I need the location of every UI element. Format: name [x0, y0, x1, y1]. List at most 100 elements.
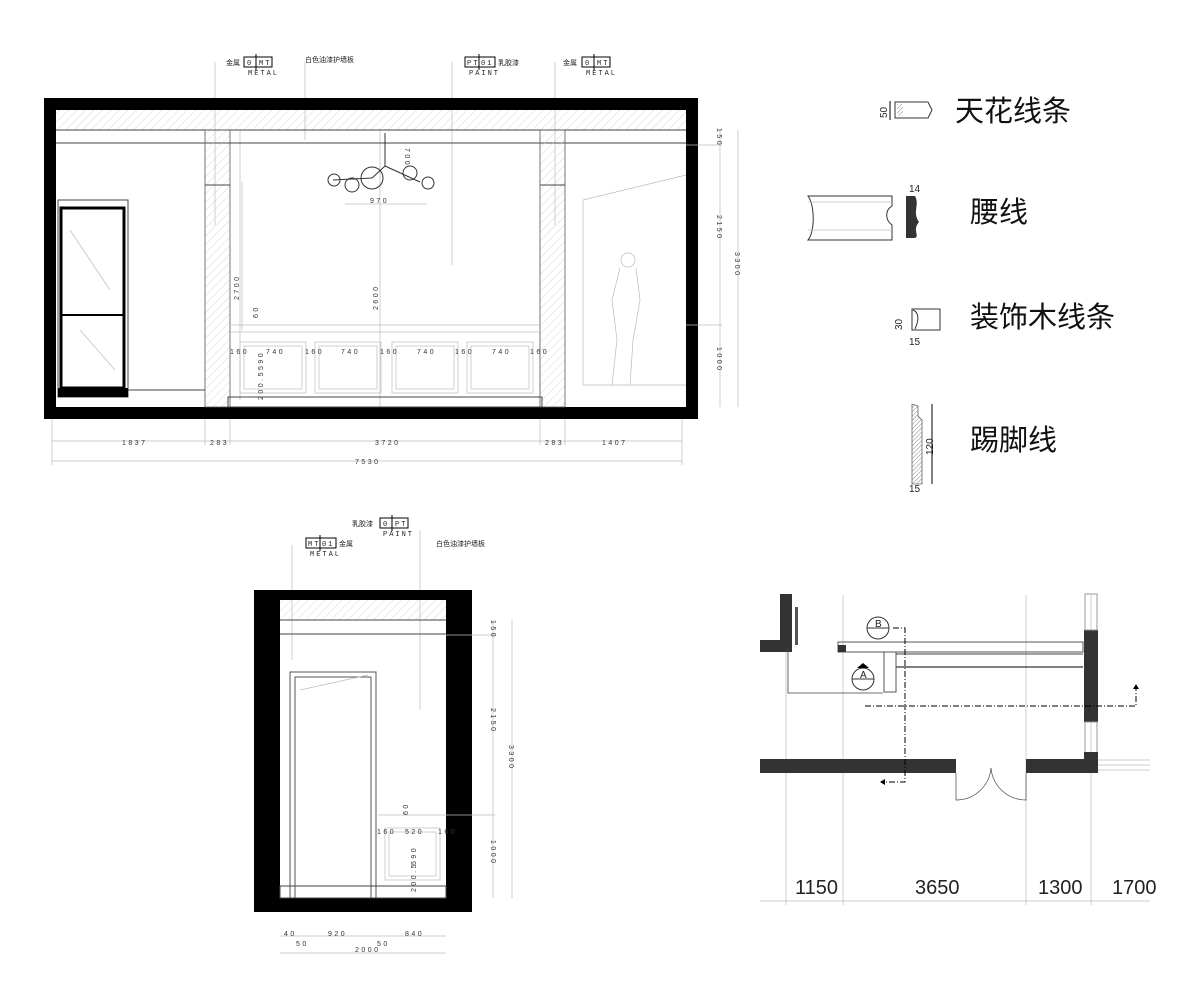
floor-plan: B A 1150 3650 1300 1700 — [760, 593, 1157, 905]
svg-text:1407: 1407 — [602, 440, 628, 447]
svg-text:30: 30 — [894, 318, 905, 330]
svg-text:14: 14 — [909, 184, 921, 195]
bottom-dims-2: 40 920 840 50 50 2000 — [280, 931, 446, 954]
svg-text:PT: PT — [395, 521, 407, 529]
right-dims: 150 2150 1000 3300 — [686, 128, 740, 407]
svg-text:1300: 1300 — [1038, 877, 1083, 899]
svg-text:740: 740 — [492, 349, 511, 356]
plan-dims: 1150 3650 1300 1700 — [760, 877, 1157, 902]
svg-text:50: 50 — [377, 941, 390, 948]
wall-panel-2 — [384, 827, 441, 881]
svg-text:840: 840 — [405, 931, 424, 938]
svg-text:踢脚线: 踢脚线 — [970, 423, 1057, 457]
svg-text:7530: 7530 — [355, 459, 381, 466]
svg-text:B: B — [875, 619, 882, 630]
baseboard — [227, 396, 543, 408]
svg-text:160: 160 — [530, 349, 549, 356]
svg-text:1000: 1000 — [715, 347, 722, 373]
section-line-b — [884, 627, 906, 783]
svg-text:装饰木线条: 装饰木线条 — [970, 300, 1115, 334]
section-line-a — [865, 688, 1137, 707]
svg-text:50: 50 — [879, 106, 890, 118]
svg-text:MT: MT — [597, 60, 609, 68]
svg-text:PAINT: PAINT — [469, 70, 500, 78]
dim-chandelier-width: 970 — [370, 198, 389, 205]
svg-text:160: 160 — [230, 349, 249, 356]
svg-text:金属: 金属 — [563, 58, 577, 67]
svg-text:160: 160 — [455, 349, 474, 356]
double-door-swing — [955, 767, 1027, 801]
svg-text:腰线: 腰线 — [970, 195, 1028, 229]
svg-text:740: 740 — [417, 349, 436, 356]
elevation-2: 乳胶漆 0 PT PAINT MT 01 金属 METAL 白色油漆护墙板 — [254, 515, 514, 954]
svg-text:01: 01 — [322, 541, 334, 549]
svg-text:50: 50 — [296, 941, 309, 948]
material-tag-metal-2: MT 01 金属 METAL — [305, 535, 353, 559]
svg-text:15: 15 — [909, 484, 921, 495]
svg-text:60: 60 — [403, 802, 410, 815]
material-tag-metal-right: 金属 0 MT METAL — [563, 54, 617, 78]
svg-text:150: 150 — [715, 128, 722, 147]
svg-text:PAINT: PAINT — [383, 531, 414, 539]
svg-text:160: 160 — [438, 829, 457, 836]
pilaster-left — [204, 129, 231, 408]
dim-2700: 2700 — [234, 274, 241, 300]
svg-text:60: 60 — [253, 305, 260, 318]
svg-text:METAL: METAL — [310, 551, 341, 559]
dim-chandelier-drop: 700 — [403, 148, 410, 167]
pilaster-right — [539, 129, 566, 408]
svg-text:590: 590 — [411, 846, 418, 865]
svg-text:200.5: 200.5 — [411, 862, 418, 892]
svg-text:3720: 3720 — [375, 440, 401, 447]
note-white-paint-panel: 白色油漆护墙板 — [305, 55, 354, 64]
svg-text:160: 160 — [380, 349, 399, 356]
svg-text:3300: 3300 — [507, 745, 514, 771]
svg-text:1700: 1700 — [1112, 877, 1157, 899]
svg-text:乳胶漆: 乳胶漆 — [498, 58, 519, 67]
svg-text:40: 40 — [284, 931, 297, 938]
section-mark-b: B — [866, 616, 890, 640]
elevation-1: 金属 0 MT METAL 白色油漆护墙板 PT 01 乳胶漆 PAINT 金属… — [44, 54, 740, 466]
svg-text:METAL: METAL — [248, 70, 279, 78]
svg-text:1150: 1150 — [795, 877, 838, 899]
svg-text:740: 740 — [266, 349, 285, 356]
svg-text:590: 590 — [258, 351, 265, 370]
material-tag-paint: PT 01 乳胶漆 PAINT — [464, 54, 519, 78]
legend-waist-molding: 14 腰线 — [806, 184, 1028, 241]
dim-2600: 2600 — [373, 284, 380, 310]
svg-text:0: 0 — [247, 60, 253, 68]
svg-text:MT: MT — [308, 541, 320, 549]
molding-legend: 50 天花线条 14 腰线 30 15 装饰木线条 120 15 踢脚线 — [806, 94, 1115, 495]
svg-text:PT: PT — [467, 60, 479, 68]
legend-crown-molding: 50 天花线条 — [879, 94, 1071, 128]
panel-dims-2: 60 160 520 160 590 200.5 — [377, 802, 457, 892]
svg-text:金属: 金属 — [339, 539, 353, 548]
material-tag-metal-left: 金属 0 MT METAL — [226, 54, 279, 78]
svg-text:A: A — [860, 670, 867, 681]
material-tag-paint-2: 乳胶漆 0 PT PAINT — [352, 515, 414, 539]
svg-text:200.5: 200.5 — [258, 370, 265, 400]
svg-text:283: 283 — [545, 440, 564, 447]
svg-text:金属: 金属 — [226, 58, 240, 67]
svg-text:120: 120 — [925, 438, 936, 455]
section-wall-frame — [44, 98, 698, 419]
legend-skirting: 120 15 踢脚线 — [909, 403, 1057, 495]
chandelier — [327, 133, 435, 193]
svg-text:160: 160 — [305, 349, 324, 356]
svg-text:2150: 2150 — [489, 708, 496, 734]
svg-text:3650: 3650 — [915, 877, 960, 899]
panel-dims: 60 160 740 590 200.5 160 740 160 740 160… — [230, 305, 549, 400]
svg-text:160: 160 — [377, 829, 396, 836]
svg-text:740: 740 — [341, 349, 360, 356]
svg-text:3300: 3300 — [733, 252, 740, 278]
svg-text:150: 150 — [489, 620, 496, 639]
section-wall-frame-2 — [254, 590, 472, 912]
ceiling-hatch — [56, 110, 686, 130]
right-dims-2: 150 2150 1000 3300 — [446, 620, 514, 898]
svg-text:乳胶漆: 乳胶漆 — [352, 519, 373, 528]
note-white-paint-panel-2: 白色油漆护墙板 — [436, 539, 485, 548]
svg-text:MT: MT — [259, 60, 271, 68]
svg-text:520: 520 — [405, 829, 424, 836]
svg-text:METAL: METAL — [586, 70, 617, 78]
